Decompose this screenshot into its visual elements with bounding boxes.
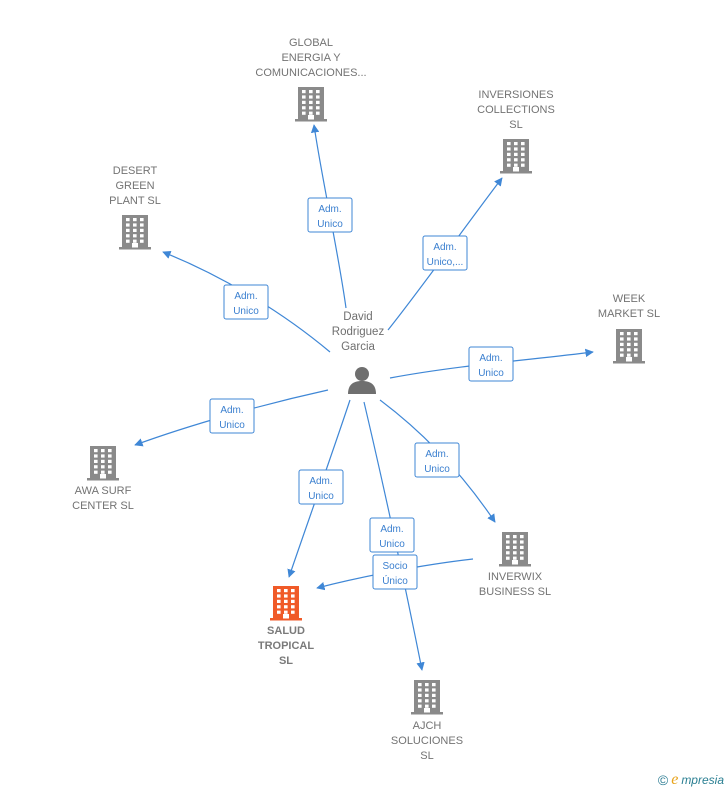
relation-label-text: Adm. <box>433 242 456 253</box>
node-label-line: ENERGIA Y <box>281 52 341 64</box>
relation-label-text: Único <box>382 574 408 587</box>
relation-label-david-inverwix[interactable]: Adm. Unico <box>414 442 460 478</box>
node-label-line: INVERWIX <box>488 571 543 583</box>
relation-label-david-week[interactable]: Adm. Unico <box>468 346 514 382</box>
node-week[interactable]: WEEK MARKET SL <box>598 293 660 364</box>
relation-label-box <box>468 346 514 382</box>
node-label-line: BUSINESS SL <box>479 586 551 598</box>
relation-label-text: Unico <box>379 539 405 550</box>
relation-label-text: Adm. <box>425 449 448 460</box>
relation-label-box <box>369 517 415 553</box>
relation-label-text: Socio <box>382 561 407 572</box>
relation-label-text: Unico <box>478 368 504 379</box>
node-label-line: Garcia <box>341 341 375 353</box>
building-icon <box>295 87 327 122</box>
node-label-line: INVERSIONES <box>478 89 553 101</box>
relation-label-text: Adm. <box>318 204 341 215</box>
node-label-line: SOLUCIONES <box>391 735 463 747</box>
building-icon <box>119 215 151 250</box>
relation-label-text: Unico <box>424 464 450 475</box>
node-label-line: COMUNICACIONES... <box>255 67 366 79</box>
brand-logo-text: mpresia <box>681 773 724 787</box>
relation-label-david-desert[interactable]: Adm. Unico <box>223 284 269 320</box>
relation-label-box <box>307 197 353 233</box>
relation-label-text: Unico <box>308 491 334 502</box>
relation-label-box <box>298 469 344 505</box>
node-label-line: SL <box>420 750 433 762</box>
node-global[interactable]: GLOBAL ENERGIA Y COMUNICACIONES... <box>255 37 367 122</box>
relation-label-text: Adm. <box>380 524 403 535</box>
relation-label-david-global[interactable]: Adm. Unico <box>307 197 353 233</box>
node-label-line: SALUD <box>267 625 305 637</box>
relation-label-box <box>414 442 460 478</box>
relation-label-box <box>372 554 418 590</box>
node-label-line: Rodriguez <box>332 326 385 338</box>
node-label-line: AJCH <box>413 720 442 732</box>
brand-logo-initial: e <box>671 771 679 788</box>
node-label-line: GREEN <box>115 180 154 192</box>
relation-label-text: Adm. <box>309 476 332 487</box>
relation-label-text: Unico,... <box>427 257 464 268</box>
node-ajch[interactable]: AJCH SOLUCIONES SL <box>391 680 463 762</box>
node-awa[interactable]: AWA SURF CENTER SL <box>72 446 134 512</box>
relation-label-david-awa[interactable]: Adm. Unico <box>209 398 255 434</box>
node-label-line: DESERT <box>113 165 158 177</box>
node-label-line: TROPICAL <box>258 640 315 652</box>
building-icon <box>499 532 531 567</box>
building-icon <box>613 329 645 364</box>
node-label-line: David <box>343 311 372 323</box>
node-label-line: SL <box>509 119 522 131</box>
node-label-line: WEEK <box>613 293 646 305</box>
node-label-line: COLLECTIONS <box>477 104 555 116</box>
node-salud[interactable]: SALUD TROPICAL SL <box>258 586 315 667</box>
relation-label-david-ajch[interactable]: Adm. Unico <box>369 517 415 553</box>
relation-label-text: Adm. <box>220 405 243 416</box>
building-icon <box>500 139 532 174</box>
building-icon <box>270 586 302 621</box>
node-label-line: AWA SURF <box>75 485 132 497</box>
node-label-line: PLANT SL <box>109 195 161 207</box>
relation-label-box <box>422 235 468 271</box>
node-inversiones[interactable]: INVERSIONES COLLECTIONS SL <box>477 89 555 174</box>
relation-label-text: Adm. <box>234 291 257 302</box>
node-label-line: MARKET SL <box>598 308 660 320</box>
relation-label-text: Unico <box>219 420 245 431</box>
building-icon <box>411 680 443 715</box>
relation-label-text: Unico <box>317 219 343 230</box>
relation-label-text: Adm. <box>479 353 502 364</box>
node-inverwix[interactable]: INVERWIX BUSINESS SL <box>479 532 551 598</box>
relation-label-box <box>223 284 269 320</box>
relation-label-box <box>209 398 255 434</box>
person-icon <box>348 367 376 394</box>
building-icon <box>87 446 119 481</box>
relation-label-david-salud[interactable]: Adm. Unico <box>298 469 344 505</box>
node-label-line: CENTER SL <box>72 500 134 512</box>
copyright-symbol: © <box>657 772 669 788</box>
relation-label-text: Unico <box>233 306 259 317</box>
relation-label-david-inversiones[interactable]: Adm. Unico,... <box>422 235 468 271</box>
relation-labels-layer: Adm.UnicoAdm.Unico,...Adm.UnicoAdm.Unico… <box>209 197 514 590</box>
node-desert[interactable]: DESERT GREEN PLANT SL <box>109 165 161 250</box>
node-label-line: SL <box>279 655 293 667</box>
node-label-line: GLOBAL <box>289 37 333 49</box>
